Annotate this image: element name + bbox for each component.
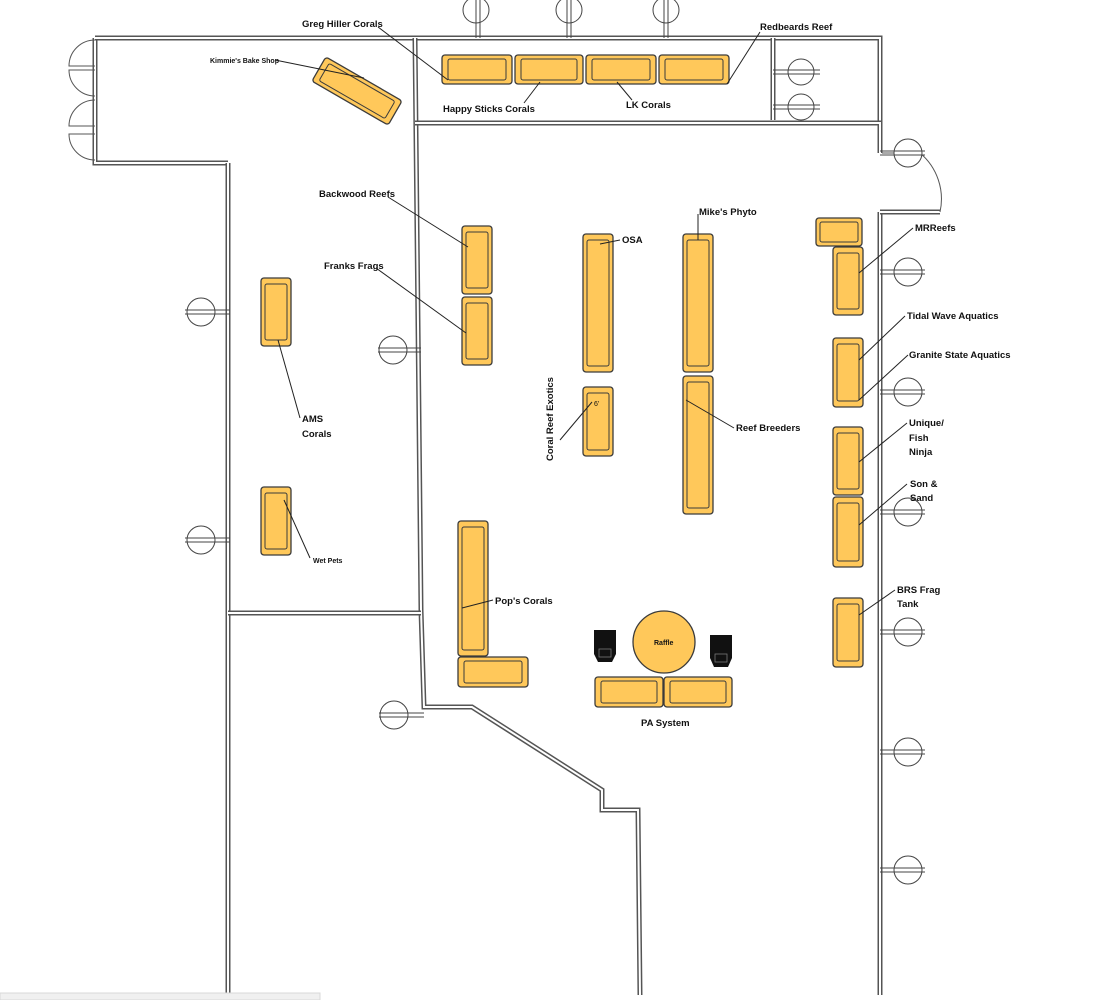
tank xyxy=(312,57,402,125)
tank xyxy=(658,54,730,85)
walls xyxy=(92,35,940,996)
tank xyxy=(832,597,864,668)
tank xyxy=(582,233,614,373)
label-ams-corals-2: Corals xyxy=(302,429,332,440)
label-pa-system: PA System xyxy=(641,718,690,729)
label-tank-size: 6' xyxy=(594,401,599,408)
tank xyxy=(832,426,864,496)
label-son-and-sand-1: Son & xyxy=(910,479,938,490)
label-happy-sticks-corals: Happy Sticks Corals xyxy=(443,104,535,115)
door-symbol xyxy=(880,737,925,767)
tank xyxy=(682,233,714,373)
label-reef-breeders: Reef Breeders xyxy=(736,423,800,434)
label-ams-corals-1: AMS xyxy=(302,414,323,425)
door-symbol xyxy=(773,58,820,86)
label-kimmies-bake-shop: Kimmie's Bake Shop xyxy=(210,58,279,65)
tank xyxy=(457,520,489,657)
label-greg-hiller-corals: Greg Hiller Corals xyxy=(302,19,383,30)
door-symbol xyxy=(555,0,583,38)
speaker-icon xyxy=(710,635,732,667)
label-lk-corals: LK Corals xyxy=(626,100,671,111)
tank xyxy=(663,676,733,708)
label-granite-state-aquatics: Granite State Aquatics xyxy=(909,350,1011,361)
leader-lines xyxy=(274,26,914,616)
tank xyxy=(514,54,584,85)
label-unique-fish-ninja-3: Ninja xyxy=(909,447,933,458)
wall-divider xyxy=(412,37,643,996)
door-symbol xyxy=(880,497,925,527)
label-franks-frags: Franks Frags xyxy=(324,261,384,272)
entrance-doors xyxy=(68,39,96,161)
raffle-table xyxy=(632,610,696,674)
door-symbols xyxy=(185,0,925,885)
label-coral-reef-exotics: Coral Reef Exotics xyxy=(545,377,556,461)
label-son-and-sand-2: Sand xyxy=(910,493,933,504)
label-pops-corals: Pop's Corals xyxy=(495,596,553,607)
tank xyxy=(832,496,864,568)
tanks xyxy=(260,54,864,708)
label-brs-frag-tank-2: Tank xyxy=(897,599,919,610)
label-raffle: Raffle xyxy=(654,640,674,647)
label-osa: OSA xyxy=(622,235,643,246)
labels: Greg Hiller Corals Redbeards Reef Kimmie… xyxy=(210,19,1011,729)
speaker-icon xyxy=(594,630,616,662)
wall-top-corridor xyxy=(415,120,883,153)
label-backwood-reefs: Backwood Reefs xyxy=(319,189,395,200)
door-symbol xyxy=(379,700,424,730)
tank xyxy=(461,225,493,295)
door-symbol xyxy=(880,617,925,647)
tank xyxy=(585,54,657,85)
tank xyxy=(594,676,664,708)
tank xyxy=(832,337,864,408)
label-tidal-wave-aquatics: Tidal Wave Aquatics xyxy=(907,311,999,322)
door-symbol xyxy=(185,525,230,555)
door-symbol xyxy=(880,377,925,407)
tank xyxy=(260,486,292,556)
label-brs-frag-tank-1: BRS Frag xyxy=(897,585,940,596)
label-mikes-phyto: Mike's Phyto xyxy=(699,207,757,218)
door-symbol xyxy=(378,335,421,365)
door-symbol xyxy=(773,93,820,121)
label-unique-fish-ninja-2: Fish xyxy=(909,433,929,444)
door-symbol xyxy=(880,257,925,287)
tank xyxy=(582,386,614,457)
tank xyxy=(832,246,864,316)
label-redbeards-reef: Redbeards Reef xyxy=(760,22,833,33)
door-symbol xyxy=(185,297,230,327)
label-unique-fish-ninja-1: Unique/ xyxy=(909,418,944,429)
tank xyxy=(815,217,863,247)
label-mrreefs: MRReefs xyxy=(915,223,956,234)
tank xyxy=(682,375,714,515)
wall-entrance-room xyxy=(92,38,228,166)
horizontal-scrollbar[interactable] xyxy=(0,992,321,1000)
door-symbol xyxy=(652,0,680,38)
tank xyxy=(441,54,513,85)
door-symbol xyxy=(880,138,925,168)
tank xyxy=(457,656,529,688)
label-wet-pets: Wet Pets xyxy=(313,558,343,565)
tank xyxy=(461,296,493,366)
door-symbol xyxy=(462,0,490,38)
tank xyxy=(260,277,292,347)
door-symbol xyxy=(880,855,925,885)
